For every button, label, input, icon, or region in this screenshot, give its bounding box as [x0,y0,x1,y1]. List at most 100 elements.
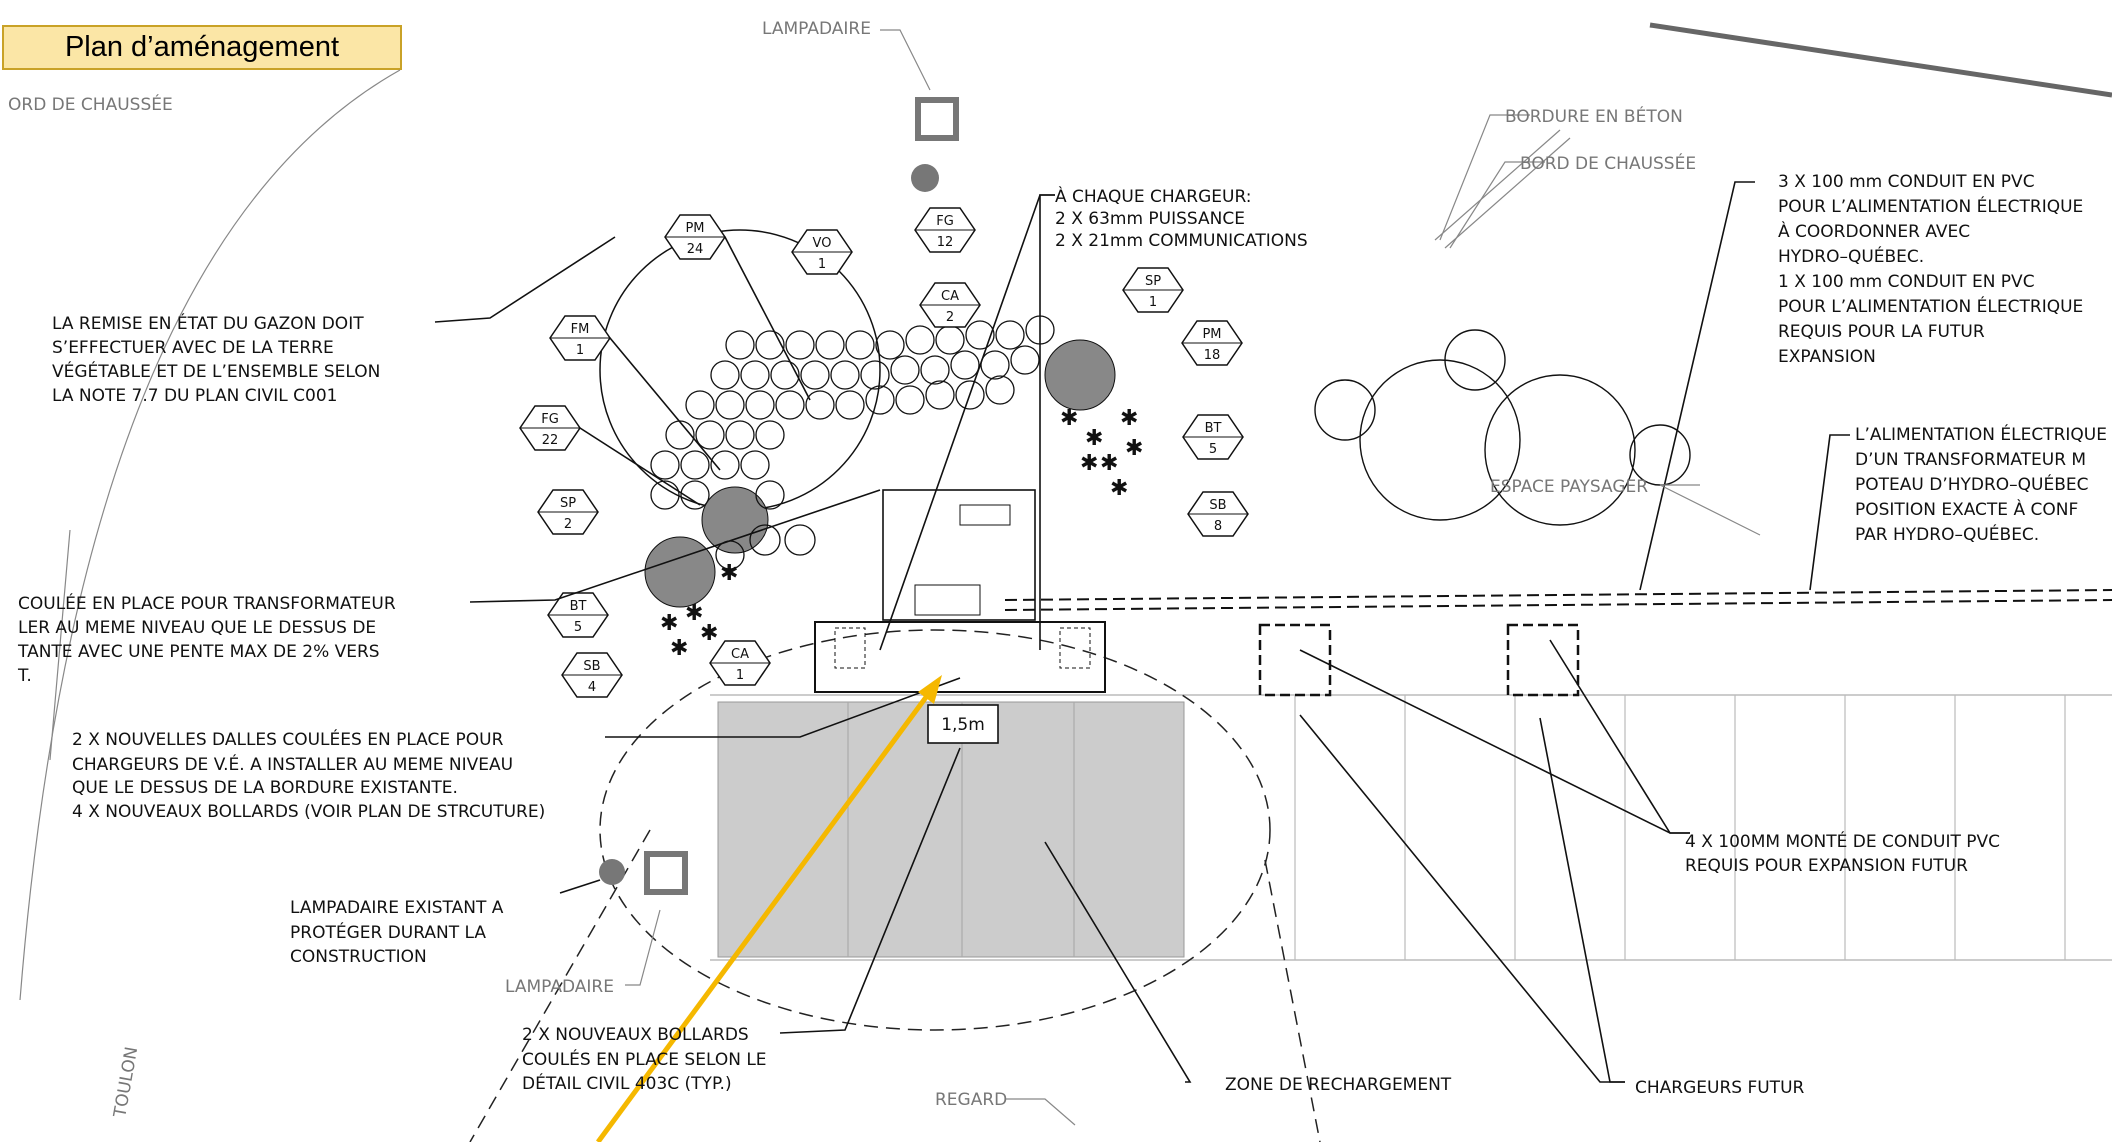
svg-text:À COORDONNER AVEC: À COORDONNER AVEC [1778,220,1970,242]
tag-ca-1: CA1 [709,640,771,686]
svg-text:5: 5 [1209,442,1217,457]
svg-text:PAR HYDRO–QUÉBEC.: PAR HYDRO–QUÉBEC. [1855,523,2039,545]
svg-text:✱: ✱ [685,601,703,626]
svg-text:✱: ✱ [1125,436,1143,461]
svg-text:4 X NOUVEAUX BOLLARDS (VOIR PL: 4 X NOUVEAUX BOLLARDS (VOIR PLAN DE STRC… [72,802,545,822]
svg-text:1: 1 [576,343,584,358]
note-lampadaire-existant: LAMPADAIRE EXISTANT A PROTÉGER DURANT LA… [290,898,504,967]
note-conduit-expansion: 4 X 100MM MONTÉ DE CONDUIT PVC REQUIS PO… [1685,830,2000,876]
note-dalles: 2 X NOUVELLES DALLES COULÉES EN PLACE PO… [72,728,545,822]
svg-text:REQUIS POUR LA FUTUR: REQUIS POUR LA FUTUR [1778,322,1985,342]
tree-grey-3 [1044,339,1116,411]
svg-text:✱: ✱ [1120,406,1138,431]
svg-text:SB: SB [583,659,600,674]
bollard-right [1059,627,1091,669]
svg-text:3 X 100 mm CONDUIT EN PVC: 3 X 100 mm CONDUIT EN PVC [1778,172,2035,192]
trees-right [1314,329,1691,526]
svg-text:HYDRO–QUÉBEC.: HYDRO–QUÉBEC. [1778,245,1924,267]
lamp-post-bottom [644,851,688,895]
label-regard: REGARD [935,1090,1007,1110]
svg-text:FG: FG [541,412,559,427]
svg-text:✱: ✱ [1085,426,1103,451]
svg-text:✱: ✱ [720,561,738,586]
svg-text:2 X NOUVELLES DALLES COULÉES E: 2 X NOUVELLES DALLES COULÉES EN PLACE PO… [72,728,504,750]
svg-text:POUR L’ALIMENTATION ÉLECTRIQUE: POUR L’ALIMENTATION ÉLECTRIQUE [1778,195,2083,217]
top-road-edge [1649,22,2112,98]
tag-vo-1: VO1 [791,229,853,275]
shrub-stars: ✱✱✱✱ ✱✱✱ ✱✱✱✱✱ [660,406,1143,661]
tag-sb-4: SB 4 [561,652,623,698]
charger-pad [814,621,1106,693]
note-alimentation: L’ALIMENTATION ÉLECTRIQUE D’UN TRANSFORM… [1855,423,2107,545]
note-chargeurs-futur: CHARGEURS FUTUR [1635,1078,1805,1098]
label-lampadaire-bottom: LAMPADAIRE [505,977,614,997]
label-lampadaire-top: LAMPADAIRE [762,19,871,39]
svg-text:T.: T. [17,666,32,686]
conduit-line-1 [1004,589,2112,601]
shrubs [650,315,1055,570]
svg-text:L’ALIMENTATION ÉLECTRIQUE: L’ALIMENTATION ÉLECTRIQUE [1855,423,2107,445]
svg-text:4 X 100MM MONTÉ DE CONDUIT PVC: 4 X 100MM MONTÉ DE CONDUIT PVC [1685,830,2000,852]
charging-zone-area [717,701,1185,958]
label-street: TOULON [110,1045,142,1120]
lamp-post-bottom-base [599,859,625,885]
label-leader-lines [625,29,1761,1126]
dimension-label: 1,5m [941,715,985,735]
svg-text:PROTÉGER DURANT LA: PROTÉGER DURANT LA [290,921,486,943]
svg-text:LA NOTE 7.7 DU PLAN CIVIL C001: LA NOTE 7.7 DU PLAN CIVIL C001 [52,386,337,406]
svg-text:COULÉE EN PLACE POUR TRANSFORM: COULÉE EN PLACE POUR TRANSFORMATEUR [18,592,396,614]
svg-text:BT: BT [1205,421,1222,436]
svg-text:CHARGEURS DE V.É. A INSTALLER: CHARGEURS DE V.É. A INSTALLER AU MEME NI… [72,753,513,775]
zone-ellipse [599,629,1271,1031]
highlight-arrow-line [595,683,938,1142]
svg-text:LER AU MEME NIVEAU QUE LE DESS: LER AU MEME NIVEAU QUE LE DESSUS DE [18,618,376,638]
svg-text:✱: ✱ [700,621,718,646]
transformer-box [959,504,1011,526]
future-charger-2 [1506,623,1580,697]
label-espace-paysager: ESPACE PAYSAGER [1490,477,1648,497]
svg-text:5: 5 [574,620,582,635]
curb-line-2 [1444,137,1571,249]
note-chargeur: À CHAQUE CHARGEUR: 2 X 63mm PUISSANCE 2 … [1055,185,1308,251]
svg-text:À CHAQUE CHARGEUR:: À CHAQUE CHARGEUR: [1055,185,1251,207]
svg-text:POTEAU D’HYDRO–QUÉBEC: POTEAU D’HYDRO–QUÉBEC [1855,473,2089,495]
svg-text:D’UN TRANSFORMATEUR M: D’UN TRANSFORMATEUR M [1855,450,2086,470]
road-curve-segment [49,529,71,761]
label-bord-chaussee-left: ORD DE CHAUSSÉE [8,93,173,115]
tag-fm-1: FM1 [549,315,611,361]
svg-text:2 X 63mm PUISSANCE: 2 X 63mm PUISSANCE [1055,209,1245,229]
note-bollards: 2 X NOUVEAUX BOLLARDS COULÉS EN PLACE SE… [522,1025,767,1094]
svg-text:TANTE AVEC UNE PENTE MAX DE 2%: TANTE AVEC UNE PENTE MAX DE 2% VERS [17,642,380,662]
svg-text:✱: ✱ [1110,476,1128,501]
svg-text:✱: ✱ [660,611,678,636]
svg-text:POUR L’ALIMENTATION ÉLECTRIQUE: POUR L’ALIMENTATION ÉLECTRIQUE [1778,295,2083,317]
tree-grey-2 [701,486,769,554]
zone-boundary-dashed-left [469,829,651,1142]
plan-title: Plan d’aménagement [2,25,402,70]
svg-text:✱: ✱ [670,636,688,661]
tag-bt-5-left: BT5 [547,592,609,638]
svg-text:LA REMISE EN ÉTAT DU GAZON DOI: LA REMISE EN ÉTAT DU GAZON DOIT [52,312,364,334]
svg-text:4: 4 [588,680,596,695]
tag-sb-8: SB8 [1187,491,1249,537]
charging-stall-lines [847,702,1075,957]
svg-text:✱: ✱ [1100,451,1118,476]
svg-text:CONSTRUCTION: CONSTRUCTION [290,947,427,967]
svg-text:2: 2 [564,517,572,532]
svg-text:SP: SP [560,496,576,511]
label-bordure-beton: BORDURE EN BÉTON [1505,105,1683,127]
svg-text:POSITION EXACTE À CONF: POSITION EXACTE À CONF [1855,498,2078,520]
highlight-arrow-head [918,675,942,704]
svg-text:REQUIS POUR EXPANSION FUTUR: REQUIS POUR EXPANSION FUTUR [1685,856,1968,876]
svg-text:1: 1 [1149,295,1157,310]
svg-text:EXPANSION: EXPANSION [1778,347,1876,367]
svg-text:2 X NOUVEAUX BOLLARDS: 2 X NOUVEAUX BOLLARDS [522,1025,749,1045]
svg-text:FG: FG [936,214,954,229]
label-bord-chaussee: BORD DE CHAUSSÉE [1520,152,1696,174]
svg-text:QUE LE DESSUS DE LA BORDURE EX: QUE LE DESSUS DE LA BORDURE EXISTANTE. [72,778,458,798]
